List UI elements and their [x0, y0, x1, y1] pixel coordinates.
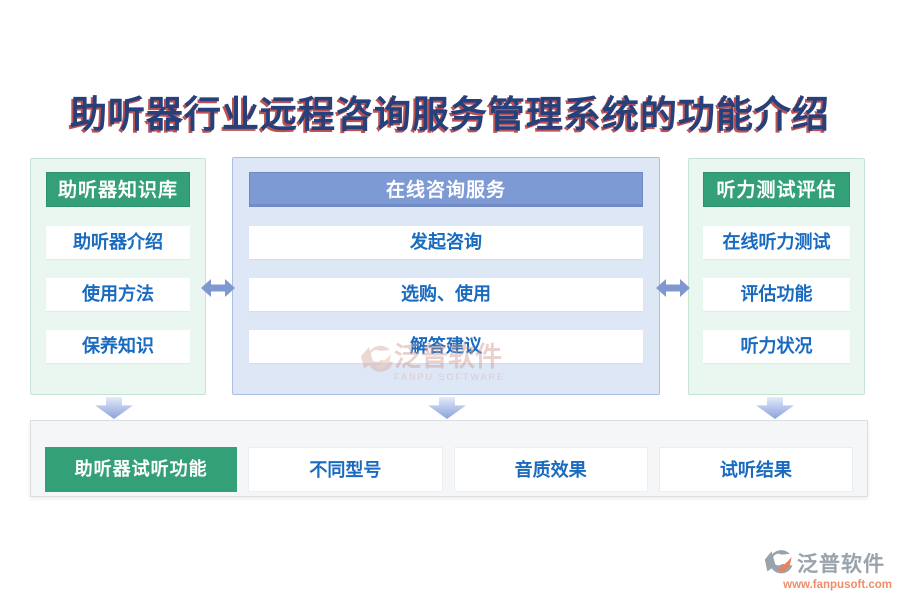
knowledge-item-usage[interactable]: 使用方法	[46, 278, 190, 311]
consult-item-purchase-use[interactable]: 选购、使用	[249, 278, 643, 311]
audition-item-models[interactable]: 不同型号	[248, 447, 443, 492]
panel-online-consult: 在线咨询服务 发起咨询 选购、使用 解答建议	[232, 157, 660, 395]
double-arrow-icon	[201, 279, 235, 297]
consult-item-answers[interactable]: 解答建议	[249, 330, 643, 363]
test-item-evaluation[interactable]: 评估功能	[703, 278, 850, 311]
audition-header-button[interactable]: 助听器试听功能	[45, 447, 238, 492]
audition-item-result[interactable]: 试听结果	[658, 447, 853, 492]
panel-hearing-test-header[interactable]: 听力测试评估	[703, 172, 850, 207]
down-arrow-icon	[756, 397, 794, 419]
page-title: 助听器行业远程咨询服务管理系统的功能介绍	[70, 95, 830, 136]
knowledge-item-maintenance[interactable]: 保养知识	[46, 330, 190, 363]
panel-knowledge-base: 助听器知识库 助听器介绍 使用方法 保养知识	[30, 158, 206, 395]
knowledge-item-intro[interactable]: 助听器介绍	[46, 226, 190, 259]
down-arrow-icon	[95, 397, 133, 419]
double-arrow-icon	[656, 279, 690, 297]
audition-item-sound-quality[interactable]: 音质效果	[453, 447, 648, 492]
brand-logo: 泛普软件 www.fanpusoft.com	[764, 548, 892, 591]
down-arrow-icon	[428, 397, 466, 419]
test-item-online-test[interactable]: 在线听力测试	[703, 226, 850, 259]
panel-hearing-test: 听力测试评估 在线听力测试 评估功能 听力状况	[688, 158, 865, 395]
brand-name: 泛普软件	[797, 552, 885, 576]
panel-knowledge-base-header[interactable]: 助听器知识库	[46, 172, 190, 207]
consult-item-initiate[interactable]: 发起咨询	[249, 226, 643, 259]
test-item-hearing-status[interactable]: 听力状况	[703, 330, 850, 363]
fanpu-logo-icon	[764, 550, 793, 574]
panel-audition-function: 助听器试听功能 不同型号 音质效果 试听结果	[30, 420, 868, 497]
brand-url[interactable]: www.fanpusoft.com	[783, 579, 892, 591]
panel-online-consult-header[interactable]: 在线咨询服务	[249, 172, 643, 207]
